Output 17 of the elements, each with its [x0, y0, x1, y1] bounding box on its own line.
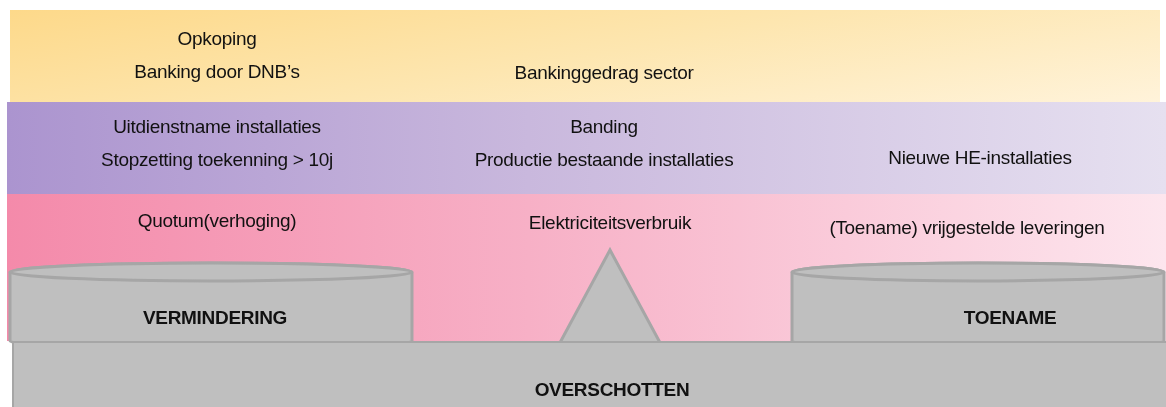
node-label: TOENAME	[962, 306, 1058, 330]
band-text: Uitdienstname installaties	[112, 115, 322, 139]
band-text: Bankinggedrag sector	[513, 61, 695, 85]
node-label: VERMINDERING	[141, 306, 289, 330]
node-label: OVERSCHOTTEN	[533, 378, 691, 402]
band-text: Banding	[569, 115, 639, 139]
band-text: Productie bestaande installaties	[473, 148, 735, 172]
band-text: Stopzetting toekenning > 10j	[100, 148, 334, 172]
band-text: Elektriciteitsverbruik	[527, 211, 693, 235]
band-text: Banking door DNB’s	[133, 60, 301, 84]
band-text: Quotum(verhoging)	[136, 209, 298, 233]
band	[7, 194, 1166, 341]
band	[7, 102, 1166, 194]
band-text: Opkoping	[176, 27, 258, 51]
band	[10, 10, 1160, 102]
band-text: (Toename) vrijgestelde leveringen	[828, 216, 1106, 240]
band-text: Nieuwe HE-installaties	[887, 146, 1073, 170]
